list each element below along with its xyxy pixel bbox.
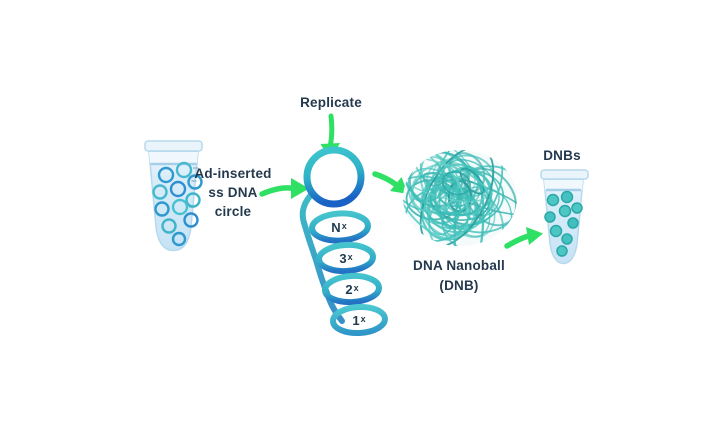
ssdna-circles bbox=[152, 161, 203, 247]
dnbs-tube-icon bbox=[540, 169, 589, 265]
nanoball-label: DNA Nanoball (DNB) bbox=[413, 258, 505, 293]
arrow-source-to-circle-icon bbox=[259, 178, 309, 199]
rolling-circle-coil-icon bbox=[299, 193, 388, 337]
loop-label-1x: 1x bbox=[352, 313, 366, 328]
source-tube-label: Ad-inserted ss DNA circle bbox=[194, 166, 272, 219]
arrow-circle-to-nanoball-icon bbox=[372, 171, 408, 194]
ssdna-circle-icon bbox=[303, 146, 365, 208]
dnb-dots bbox=[544, 190, 583, 257]
source-tube-icon bbox=[144, 140, 203, 252]
arrow-nanoball-to-tube-icon bbox=[504, 227, 543, 249]
loop-label-3x: 3x bbox=[339, 251, 353, 266]
replicate-label: Replicate bbox=[300, 95, 362, 110]
loop-label-nx: Nx bbox=[331, 220, 347, 235]
loop-label-2x: 2x bbox=[345, 282, 359, 297]
dnbs-label: DNBs bbox=[543, 148, 581, 163]
